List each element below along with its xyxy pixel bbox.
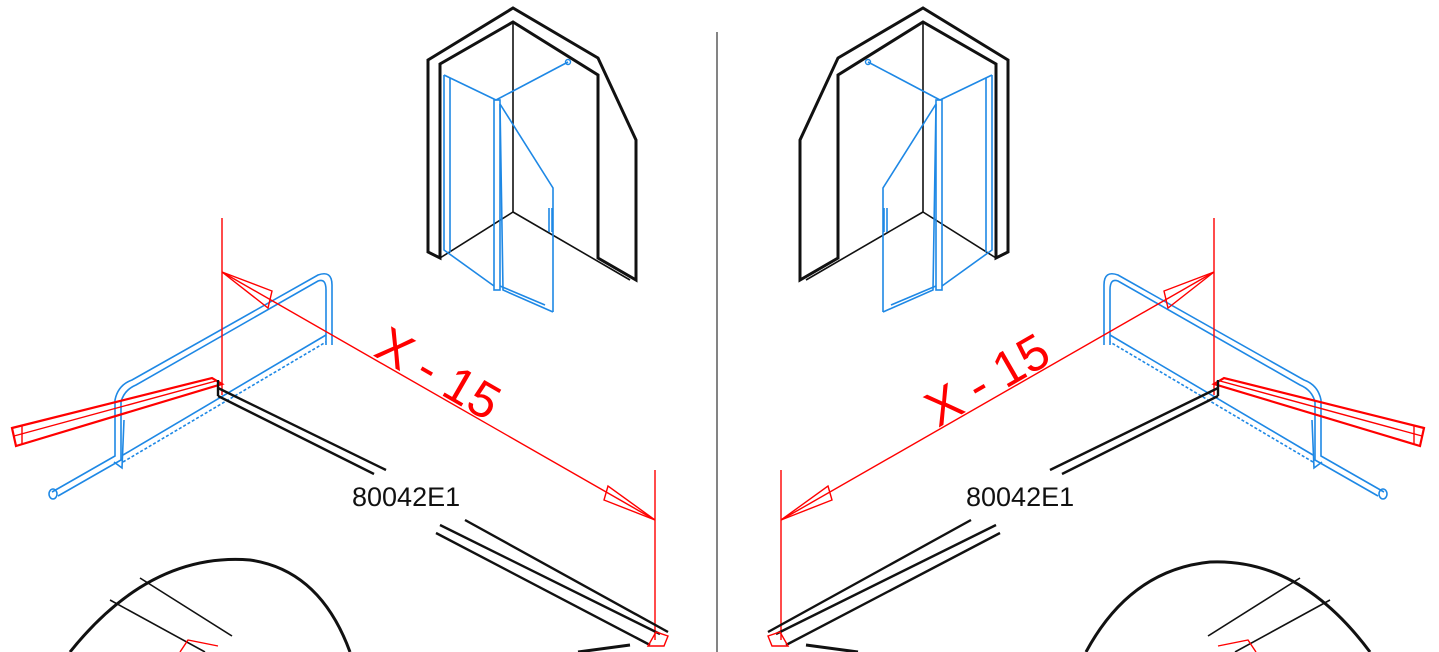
left-profile-bar: 80042E1	[216, 380, 669, 647]
right-marker-pen	[1211, 376, 1426, 448]
left-wall-outline	[426, 6, 638, 283]
left-marker-pen	[10, 376, 225, 448]
left-part-code: 80042E1	[352, 482, 460, 512]
right-dimension: X - 15	[780, 218, 1215, 640]
right-wall-outline	[798, 6, 1010, 283]
right-hacksaw-frame	[1103, 272, 1388, 500]
left-panel: X - 15 80042E1	[10, 6, 669, 652]
left-hacksaw-frame	[48, 272, 333, 500]
left-dimension-label: X - 15	[367, 316, 511, 431]
right-detail-circle	[805, 560, 1372, 652]
right-shower-enclosure	[864, 58, 993, 313]
right-dimension-label: X - 15	[916, 322, 1060, 437]
left-detail-circle	[68, 557, 631, 652]
right-profile-bar: 80042E1	[767, 380, 1220, 647]
left-dimension: X - 15	[221, 218, 656, 640]
right-panel: X - 15 80042E1	[767, 6, 1426, 652]
right-part-code: 80042E1	[966, 482, 1074, 512]
left-shower-enclosure	[443, 58, 572, 313]
